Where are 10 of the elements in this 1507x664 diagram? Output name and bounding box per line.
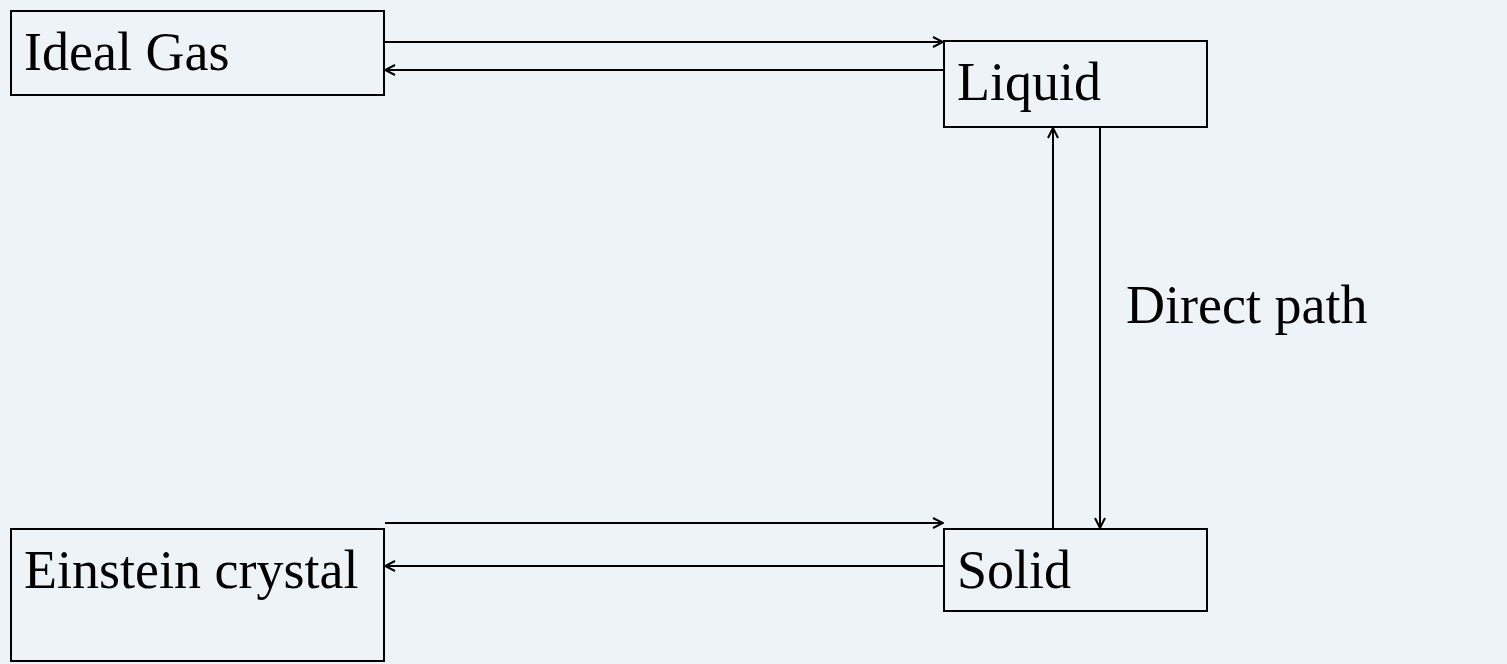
state-box: Einstein crystal [10,528,385,662]
arrow [1094,127,1106,529]
state-box: Solid [943,528,1208,612]
arrow [384,64,944,76]
arrow [384,517,944,529]
arrow [1047,127,1059,529]
arrow [384,560,944,572]
state-box: Ideal Gas [10,10,385,96]
arrow [384,36,944,48]
state-box: Liquid [943,40,1208,128]
